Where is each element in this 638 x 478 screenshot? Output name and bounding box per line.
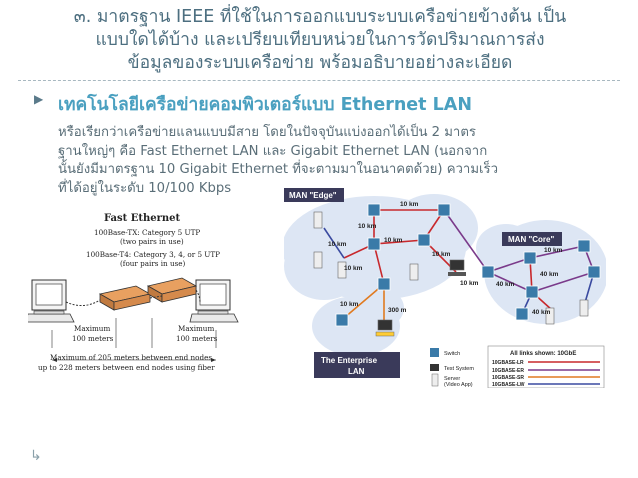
links-legend: All links shown: 10GbE 10GBASE-LR 10GBAS…	[487, 345, 605, 388]
link-type-er: 10GBASE-ER	[492, 368, 524, 374]
legend-server-label: Server	[444, 376, 460, 382]
legend-test-label: Test System	[444, 366, 474, 372]
link-label: 10 km	[340, 301, 359, 308]
body-line-3: นั้นยังมีมาตรฐาน 10 Gigabit Ethernet ที่…	[58, 162, 499, 177]
fast-ethernet-title: Fast Ethernet	[104, 213, 181, 224]
body-text: หรือเรียกว่าเครือข่ายแลนแบบมีสาย โดยในปั…	[58, 124, 598, 198]
link-label: 10 km	[460, 280, 479, 287]
switch-icon	[525, 285, 539, 299]
body-line-4: ที่ได้อยู่ในระดับ 10/100 Kbps	[58, 180, 232, 196]
fast-ethernet-drawing	[28, 277, 239, 362]
server-icon	[409, 263, 419, 281]
switch-icon	[367, 237, 381, 251]
link-label: 10 km	[328, 241, 347, 248]
triangle-right-icon: ▶	[34, 92, 44, 106]
gigabit-network-diagram: 10 km 10 km 10 km 10 km 10 km 10 km 10 k…	[284, 188, 606, 388]
left-computer-icon	[28, 279, 75, 323]
server-icon	[337, 261, 347, 279]
enterprise-label-1: The Enterprise	[321, 356, 378, 365]
fast-ethernet-diagram: Fast Ethernet 100Base-TX: Category 5 UTP…	[28, 210, 240, 382]
man-core-label: MAN "Core"	[508, 235, 554, 244]
switch-icon	[481, 265, 495, 279]
switch-icon	[587, 265, 601, 279]
link-label: 10 km	[400, 201, 419, 208]
link-type-sr: 10GBASE-SR	[492, 375, 524, 381]
enterprise-label-2: LAN	[348, 367, 365, 376]
link-type-lw: 10GBASE-LW	[492, 382, 525, 388]
server-icon	[579, 299, 589, 317]
server-icon	[313, 251, 323, 269]
man-edge-label-box: MAN "Edge"	[284, 188, 344, 202]
max-left-distance: 100 meters	[72, 334, 114, 343]
man-edge-label: MAN "Edge"	[289, 191, 337, 200]
body-line-2: ฐานใหญ่ๆ คือ Fast Ethernet LAN และ Gigab…	[58, 143, 488, 159]
switch-icon	[437, 203, 451, 217]
right-computer-icon	[189, 279, 239, 323]
hub-left-icon	[98, 285, 152, 311]
link-label: 40 km	[532, 309, 551, 316]
server-icon	[545, 307, 555, 325]
test-system-icon	[448, 259, 466, 276]
switch-icon	[377, 277, 391, 291]
switch-icon	[417, 233, 431, 247]
server-icon	[313, 211, 323, 229]
footer-line-2: up to 228 meters between end nodes using…	[38, 363, 215, 372]
body-line-1: หรือเรียกว่าเครือข่ายแลนแบบมีสาย โดยในปั…	[58, 125, 476, 140]
legend-switch-label: Switch	[444, 351, 460, 357]
section-heading: เทคโนโลยีเครือข่ายคอมพิวเตอร์แบบ Etherne…	[58, 95, 472, 115]
title-line-1: ๓. มาตรฐาน IEEE ที่ใช้ในการออกแบบระบบเคร…	[73, 7, 567, 27]
legend-server-label-2: (Video App)	[444, 382, 473, 388]
title-divider	[18, 80, 620, 81]
links-legend-title: All links shown: 10GbE	[510, 351, 576, 357]
title-line-3: ข้อมูลของระบบเครือข่าย พร้อมอธิบายอย่างล…	[127, 53, 513, 73]
link-label: 10 km	[544, 247, 563, 254]
link-label: 40 km	[540, 271, 559, 278]
link-label: 10 km	[384, 237, 403, 244]
max-right-label: Maximum	[178, 324, 215, 333]
legend-icons: Switch Test System Server (Video App)	[430, 348, 474, 388]
hub-right-icon	[146, 277, 198, 303]
switch-icon	[523, 251, 537, 265]
slide-end-icon: ↳	[30, 448, 42, 464]
note-100base-tx: 100Base-TX: Category 5 UTP	[94, 228, 201, 237]
max-left-label: Maximum	[74, 324, 111, 333]
slide-title: ๓. มาตรฐาน IEEE ที่ใช้ในการออกแบบระบบเคร…	[20, 6, 620, 75]
footer-line-1: Maximum of 205 meters between end nodes,	[50, 353, 215, 362]
enterprise-label-box: The Enterprise LAN	[314, 352, 400, 378]
note-100base-tx-pairs: (two pairs in use)	[120, 237, 184, 246]
link-type-lr: 10GBASE-LR	[492, 360, 524, 366]
link-label: 10 km	[344, 265, 363, 272]
note-100base-t4: 100Base-T4: Category 3, 4, or 5 UTP	[86, 250, 220, 259]
title-line-2: แบบใดได้บ้าง และเปรียบเทียบหน่วยในการวัด…	[95, 30, 545, 50]
max-right-distance: 100 meters	[176, 334, 218, 343]
switch-icon	[515, 307, 529, 321]
switch-icon	[335, 313, 349, 327]
switch-icon	[367, 203, 381, 217]
note-100base-t4-pairs: (four pairs in use)	[120, 259, 186, 268]
link-label: 10 km	[358, 223, 377, 230]
man-core-label-box: MAN "Core"	[502, 232, 562, 246]
server-icons	[313, 211, 589, 325]
switch-icons	[335, 203, 601, 327]
link-label: 10 km	[432, 251, 451, 258]
enterprise-workstation-icon	[375, 319, 395, 337]
switch-icon	[577, 239, 591, 253]
link-label: 40 km	[496, 281, 515, 288]
link-label: 300 m	[388, 307, 407, 314]
